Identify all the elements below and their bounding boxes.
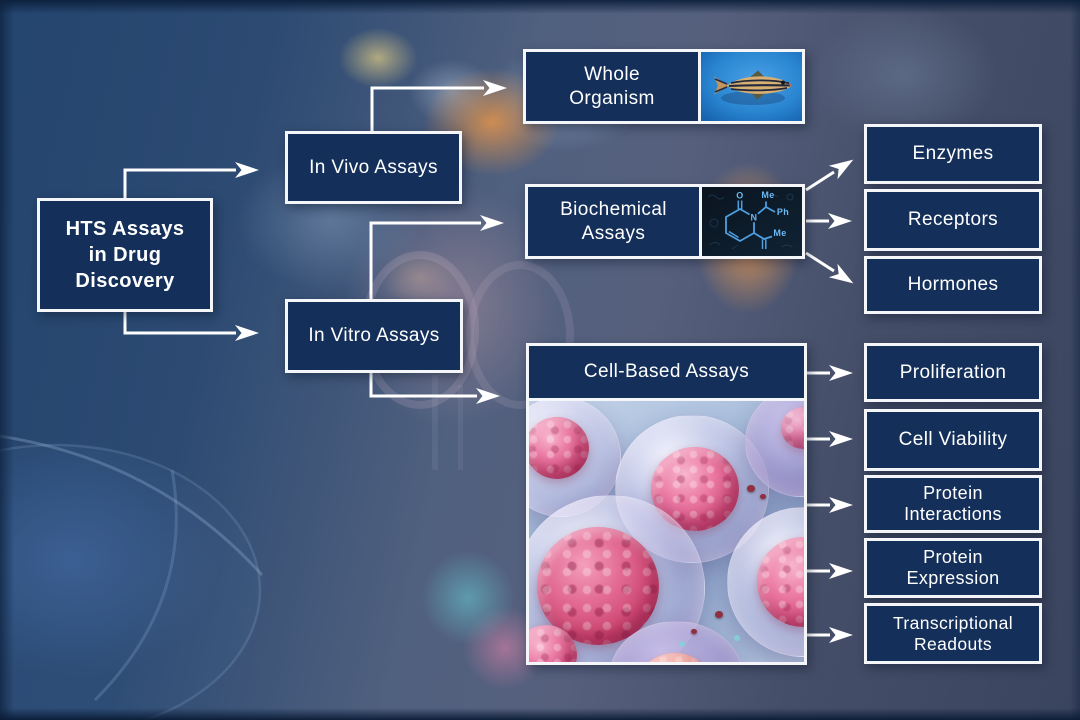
- node-label: Whole Organism: [569, 64, 655, 109]
- node-in-vivo-assays: In Vivo Assays: [285, 131, 462, 204]
- node-transcriptional-readouts: Transcriptional Readouts: [864, 603, 1042, 664]
- chemical-structure-image: O N Me Ph Me: [699, 187, 802, 256]
- zebrafish-image: [698, 52, 802, 121]
- node-protein-interactions: Protein Interactions: [864, 475, 1042, 533]
- chem-label-n: N: [751, 213, 758, 223]
- node-whole-organism: Whole Organism: [523, 49, 805, 124]
- connector-hts-to-invivo: [123, 162, 259, 199]
- debris-speck: [691, 629, 697, 634]
- node-label: Proliferation: [899, 361, 1007, 383]
- node-proliferation: Proliferation: [864, 343, 1042, 402]
- node-cell-based-assays: Cell-Based Assays: [526, 343, 807, 665]
- connector-biochemical-to-enzymes: [805, 159, 854, 192]
- node-biochemical-assays: Biochemical Assays: [525, 184, 805, 259]
- node-label: Biochemical Assays: [560, 199, 667, 244]
- cell-culture-image: [529, 401, 804, 662]
- connector-invivo-to-wholeorganism: [370, 80, 507, 132]
- node-label: In Vivo Assays: [309, 156, 438, 178]
- node-hormones: Hormones: [864, 256, 1042, 314]
- node-enzymes: Enzymes: [864, 124, 1042, 184]
- node-label: In Vitro Assays: [308, 325, 440, 347]
- node-label: Cell-Based Assays: [583, 361, 750, 383]
- chem-label-me1: Me: [761, 190, 774, 200]
- connector-invitro-to-cellbased: [369, 372, 500, 404]
- node-hts-assays-title: HTS Assays in Drug Discovery: [37, 198, 213, 312]
- node-label-area: Cell-Based Assays: [529, 346, 804, 401]
- node-label: Cell Viability: [898, 429, 1008, 451]
- node-label: Enzymes: [912, 143, 994, 165]
- node-label-area: Biochemical Assays: [528, 187, 699, 256]
- debris-speck: [760, 494, 766, 499]
- node-label: Hormones: [907, 274, 999, 296]
- node-label: Receptors: [907, 209, 999, 231]
- node-label-area: Whole Organism: [526, 52, 698, 121]
- node-protein-expression: Protein Expression: [864, 538, 1042, 598]
- debris-speck: [715, 611, 723, 618]
- node-label: Transcriptional Readouts: [892, 613, 1014, 654]
- chem-label-o: O: [736, 191, 743, 201]
- connector-biochemical-to-hormones: [805, 251, 854, 284]
- node-receptors: Receptors: [864, 189, 1042, 251]
- chem-label-ph: Ph: [777, 207, 789, 217]
- connector-hts-to-invitro: [123, 311, 259, 341]
- debris-speck: [679, 641, 685, 647]
- node-cell-viability: Cell Viability: [864, 409, 1042, 471]
- node-label: Protein Interactions: [904, 483, 1002, 524]
- connector-invitro-to-biochemical: [369, 215, 504, 300]
- debris-speck: [734, 635, 740, 641]
- node-label: Protein Expression: [906, 547, 1000, 588]
- node-in-vitro-assays: In Vitro Assays: [285, 299, 463, 373]
- debris-speck: [747, 485, 755, 492]
- chem-label-me2: Me: [773, 228, 786, 238]
- node-label: HTS Assays in Drug Discovery: [65, 218, 185, 292]
